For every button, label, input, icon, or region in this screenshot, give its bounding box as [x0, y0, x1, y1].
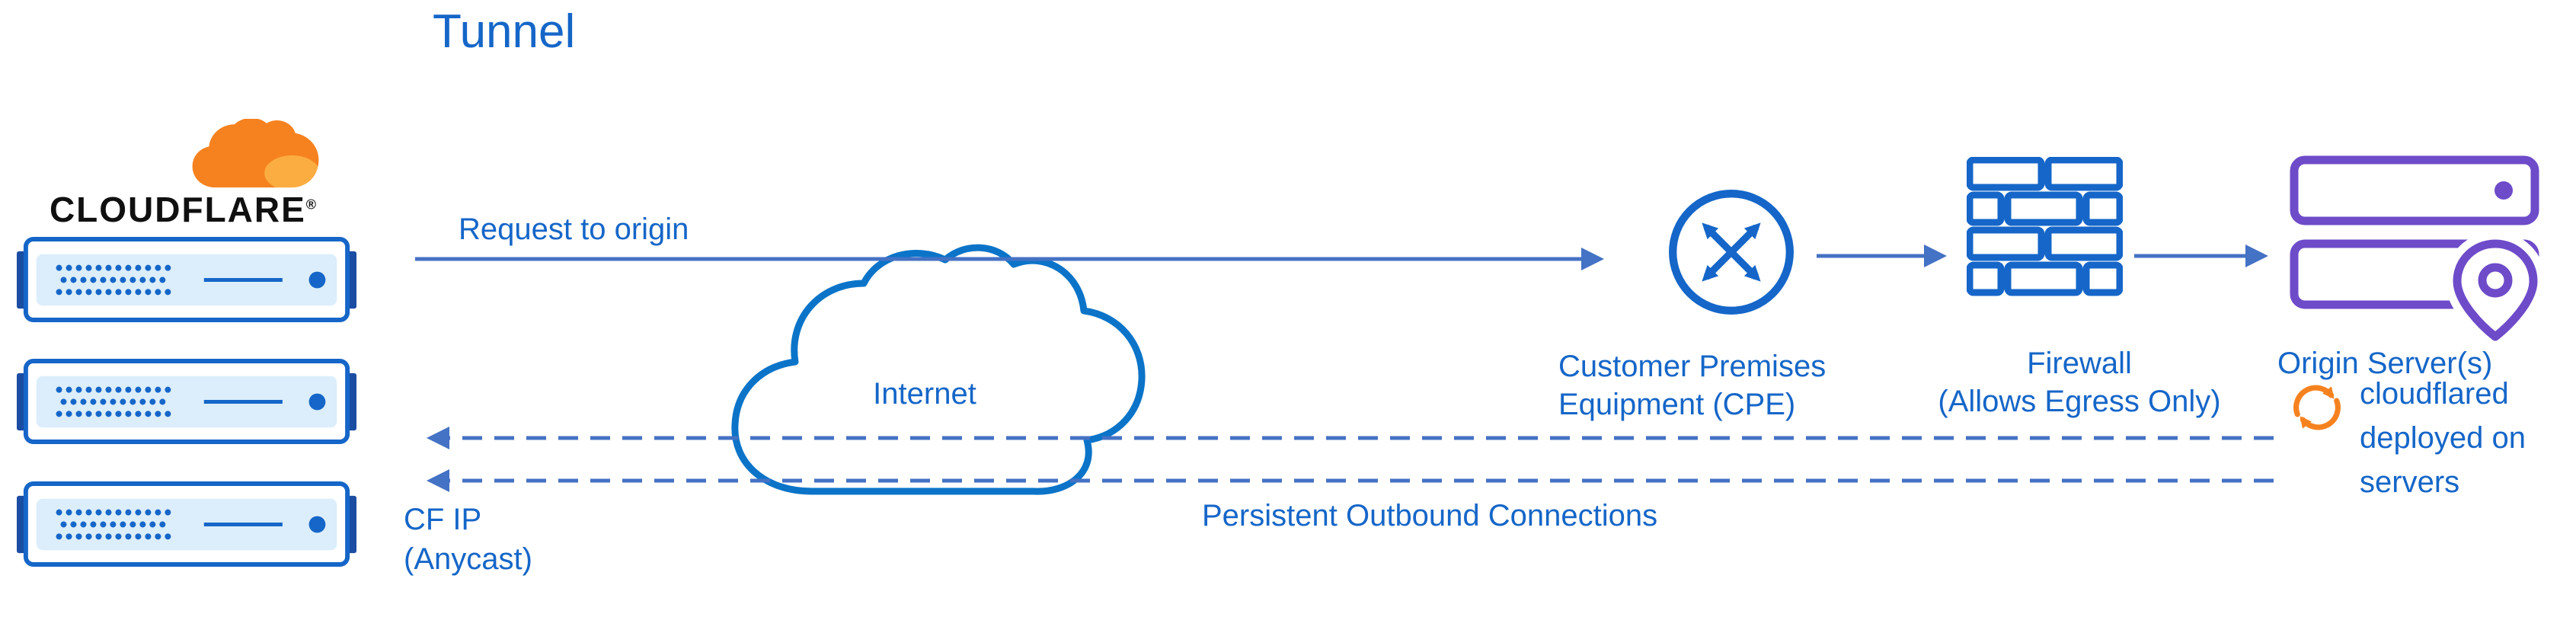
- internet-cloud-icon: [731, 244, 1146, 495]
- cloudflare-brand-text: CLOUDFLARE: [49, 190, 306, 229]
- location-pin-icon: [2445, 232, 2546, 342]
- sync-arrows-icon: [2293, 385, 2341, 430]
- request-to-origin-label: Request to origin: [459, 213, 689, 246]
- cf-ip-anycast-label: CF IP (Anycast): [404, 503, 532, 576]
- cloudflare-wordmark: CLOUDFLARE®: [30, 189, 335, 230]
- page-title: Tunnel: [433, 5, 576, 58]
- cloudflare-logo-cloud-icon: [192, 119, 319, 188]
- internet-label: Internet: [873, 377, 976, 411]
- firewall-label: Firewall (Allows Egress Only): [1938, 347, 2221, 418]
- cloudflared-label: cloudflared deployed on servers: [2360, 377, 2526, 499]
- persistent-outbound-label: Persistent Outbound Connections: [1202, 499, 1658, 532]
- cpe-label: Customer Premises Equipment (CPE): [1558, 350, 1827, 421]
- origin-label: Origin Server(s): [2277, 347, 2493, 380]
- cpe-router-icon: [1669, 190, 1794, 315]
- origin-server-icon: [2290, 155, 2546, 342]
- firewall-brick-icon: [1967, 157, 2123, 296]
- registered-mark: ®: [305, 197, 317, 213]
